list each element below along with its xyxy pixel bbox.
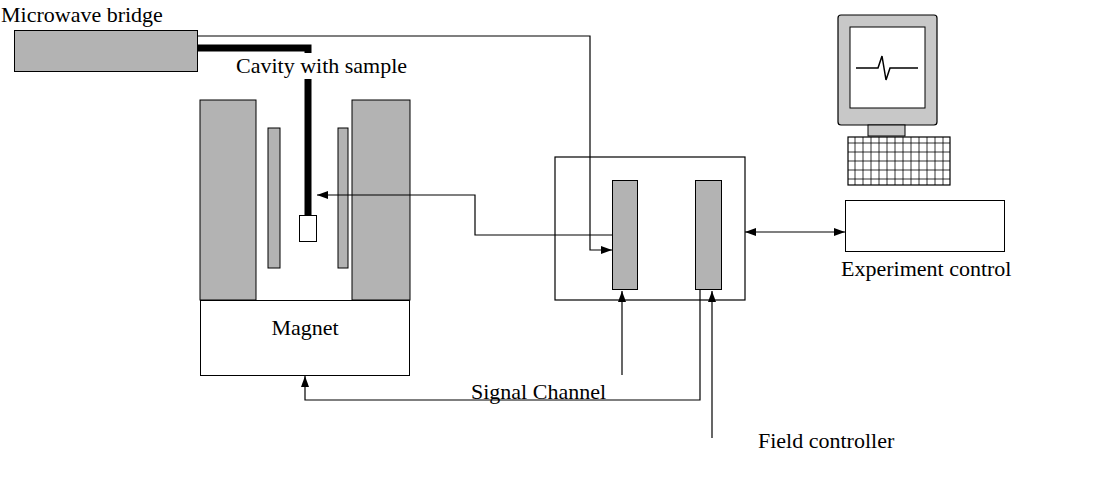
- node-label: Experiment control: [841, 256, 1011, 282]
- leader-line: [711, 291, 712, 438]
- computer-icon: [838, 15, 950, 185]
- data-link: [745, 231, 845, 232]
- pole-plate: [338, 128, 348, 268]
- pole-plate: [268, 128, 280, 268]
- channel-bar: Signal Channel: [612, 180, 638, 290]
- leader-line: [621, 291, 622, 375]
- cavity-box: Cavity with sample: [299, 215, 317, 242]
- node-label: Microwave bridge: [1, 2, 163, 28]
- node-label: Cavity with sample: [234, 53, 409, 79]
- console-housing: [555, 157, 745, 300]
- magnet-pole: [200, 100, 256, 300]
- computer-unit: Experiment control: [845, 200, 1005, 252]
- magnet-pole: [352, 100, 410, 300]
- node-label: Field controller: [758, 428, 894, 454]
- node-label: Magnet: [271, 315, 338, 341]
- bridge-box: Microwave bridge: [14, 30, 198, 72]
- magnet-base: Magnet: [200, 300, 410, 376]
- signal-wire: [198, 36, 612, 250]
- channel-bar: Field controller: [695, 180, 722, 290]
- signal-wire: [317, 195, 612, 235]
- node-label: Signal Channel: [471, 379, 606, 405]
